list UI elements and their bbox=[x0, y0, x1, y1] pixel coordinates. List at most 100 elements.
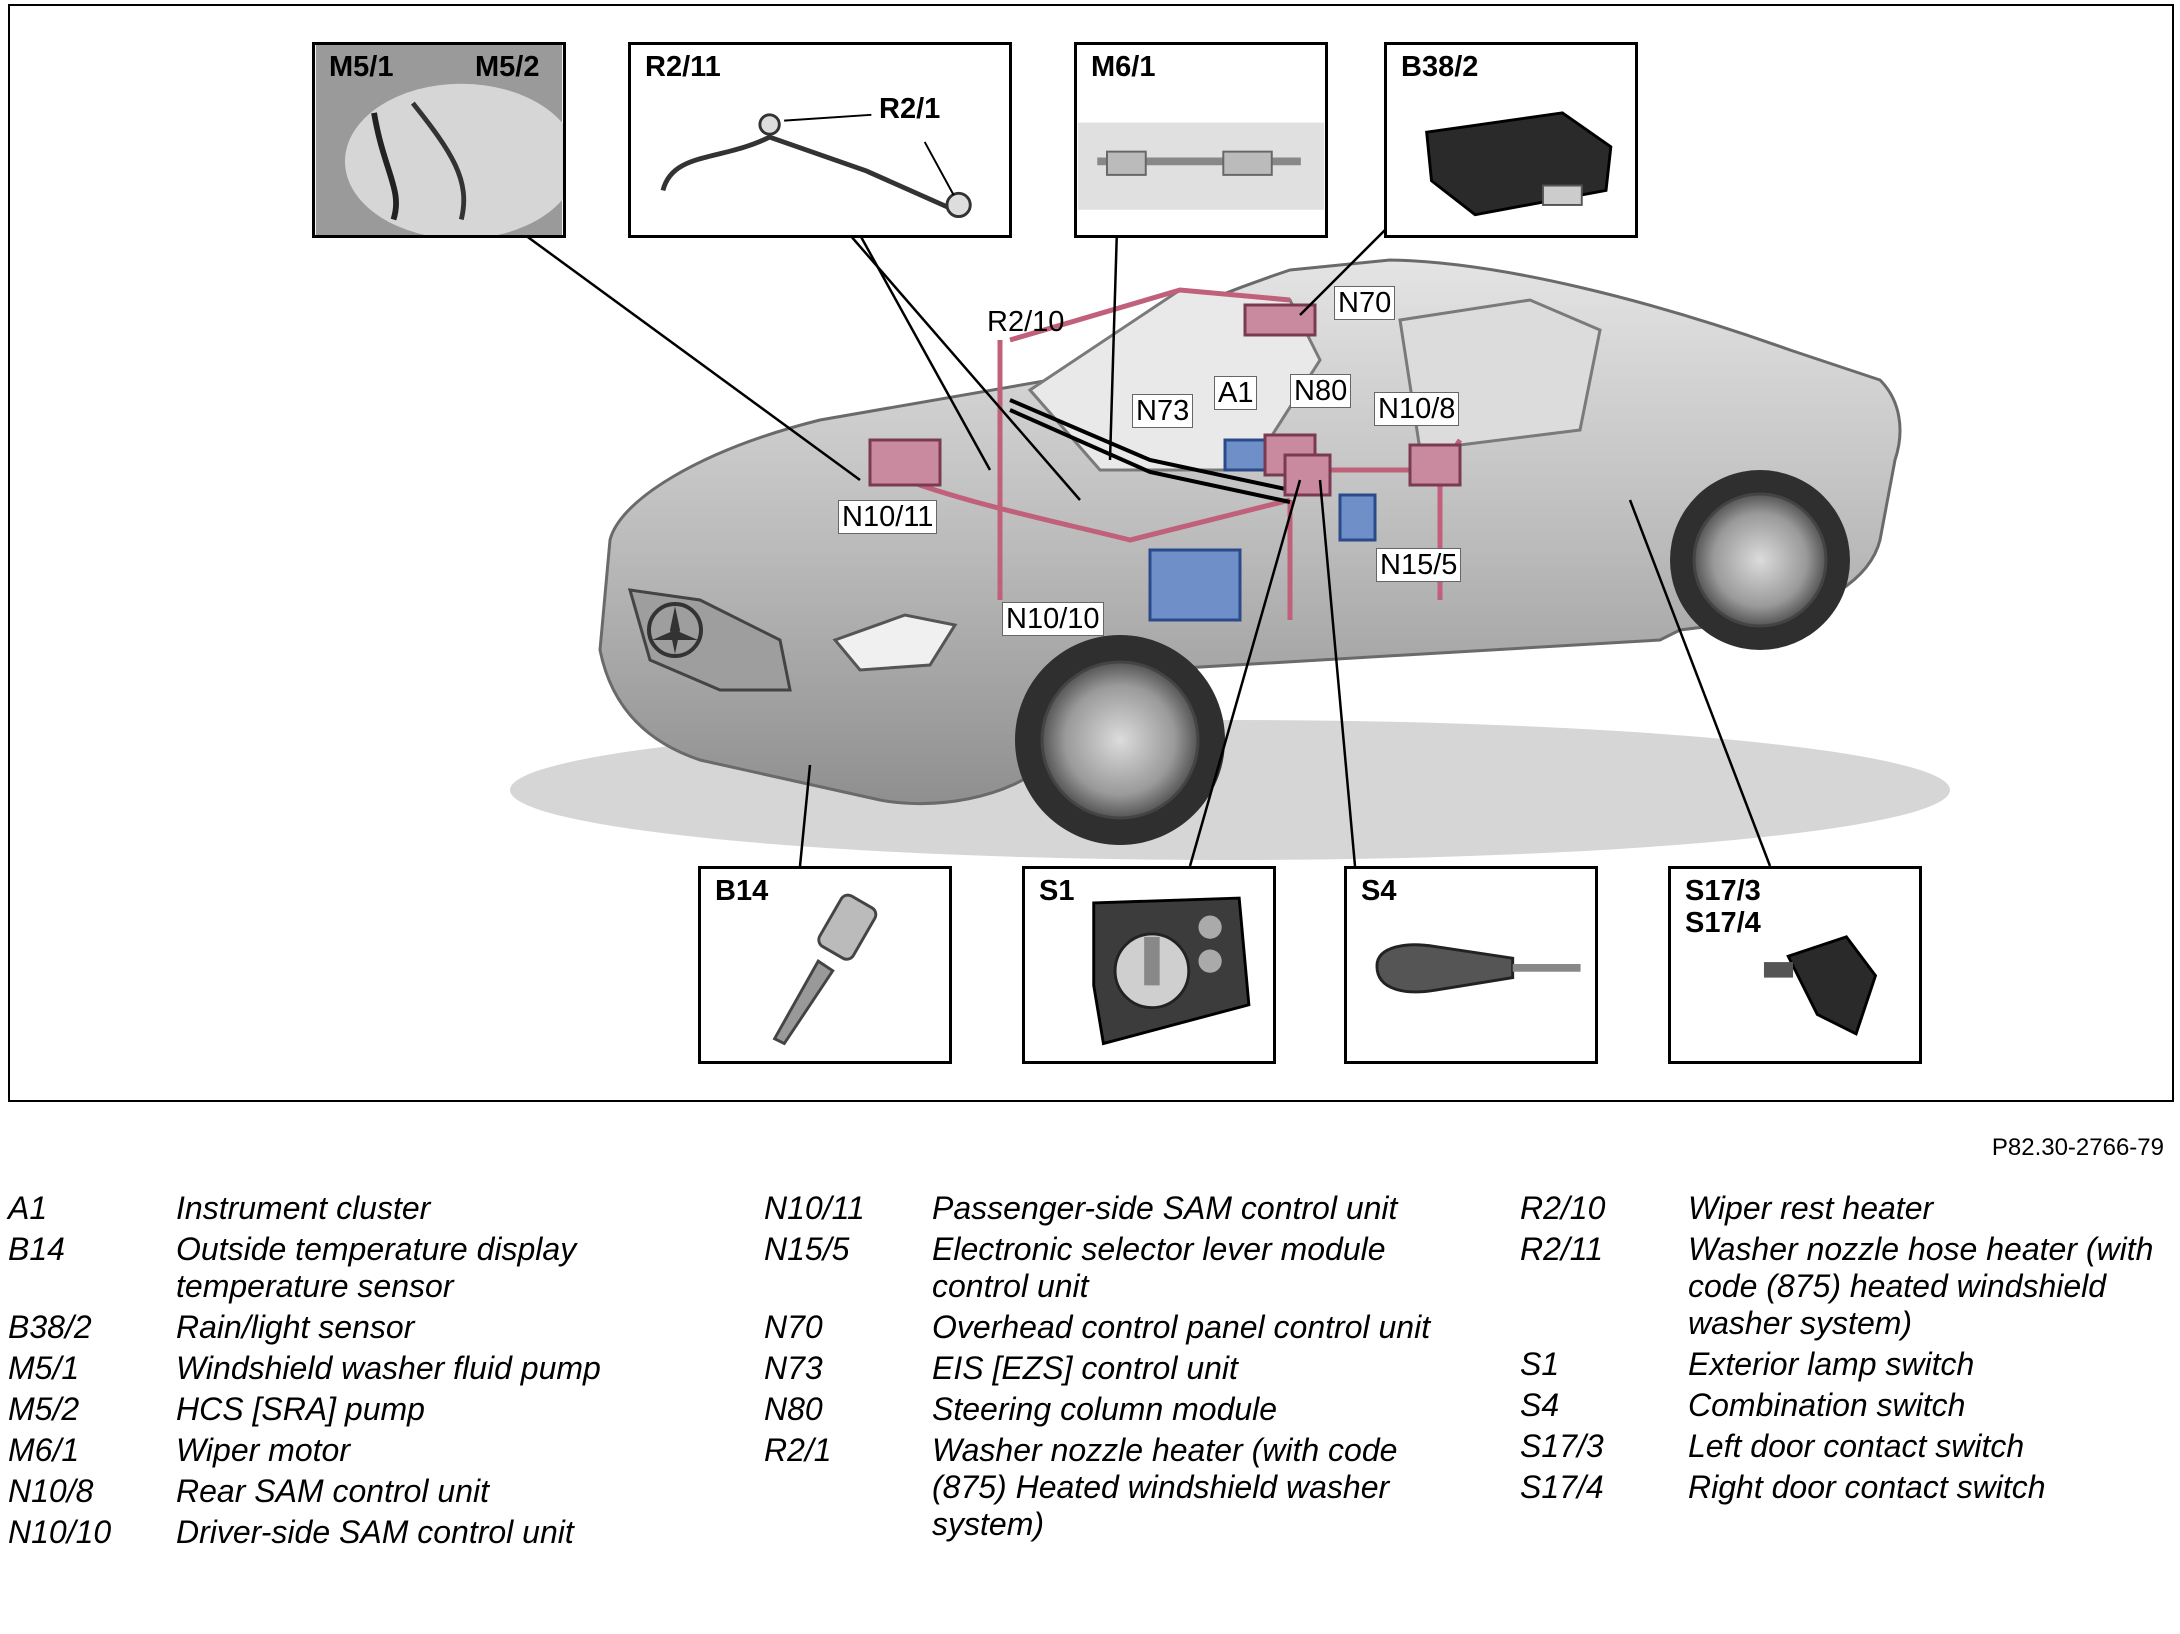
legend-code: S4 bbox=[1520, 1387, 1560, 1423]
legend-description: Exterior lamp switch bbox=[1688, 1346, 1975, 1382]
callout-n10-8: N10/8 bbox=[1374, 392, 1460, 426]
combination-switch-drawing bbox=[1375, 943, 1581, 994]
inset-s4: S4 bbox=[1344, 866, 1598, 1064]
module-n10-8 bbox=[1408, 443, 1462, 487]
legend-code: N73 bbox=[764, 1350, 823, 1386]
inset-m5: M5/1 M5/2 bbox=[312, 42, 566, 238]
nozzle-hose-heater-drawing bbox=[660, 113, 972, 219]
legend-description: Outside temperature display temperature … bbox=[176, 1231, 577, 1304]
module-n10-10 bbox=[1148, 548, 1242, 622]
legend-item: A1 Instrument cluster bbox=[8, 1190, 756, 1227]
legend-code: S17/4 bbox=[1520, 1469, 1604, 1505]
legend-description: Overhead control panel control unit bbox=[932, 1309, 1431, 1345]
legend-item: S1 Exterior lamp switch bbox=[1520, 1346, 2168, 1383]
inset-label-b38-2: B38/2 bbox=[1401, 51, 1479, 83]
inset-label-b14: B14 bbox=[715, 875, 769, 907]
callout-n10-10: N10/10 bbox=[1002, 602, 1104, 636]
inset-label-m6-1: M6/1 bbox=[1091, 51, 1156, 83]
legend-code: S1 bbox=[1520, 1346, 1560, 1382]
legend-item: M5/2 HCS [SRA] pump bbox=[8, 1391, 756, 1428]
module-n73 bbox=[1223, 438, 1267, 472]
module-n10-11 bbox=[868, 438, 942, 487]
legend-code: N10/10 bbox=[8, 1514, 112, 1550]
legend-item: S17/3 Left door contact switch bbox=[1520, 1428, 2168, 1465]
washer-pump-photo bbox=[315, 45, 563, 235]
reference-code: P82.30-2766-79 bbox=[1991, 1134, 2164, 1161]
legend-item: N10/11 Passenger-side SAM control unit bbox=[764, 1190, 1452, 1227]
callout-n15-5: N15/5 bbox=[1376, 548, 1462, 582]
inset-label-s1: S1 bbox=[1039, 875, 1075, 907]
legend-code: M5/1 bbox=[8, 1350, 80, 1386]
legend-description: Left door contact switch bbox=[1688, 1428, 2025, 1464]
legend-description: Wiper rest heater bbox=[1688, 1190, 1934, 1226]
legend-description: Electronic selector lever module control… bbox=[932, 1231, 1386, 1304]
legend-item: R2/11 Washer nozzle hose heater (with cod… bbox=[1520, 1231, 2168, 1342]
inset-m6-1: M6/1 bbox=[1074, 42, 1328, 238]
legend-description: Passenger-side SAM control unit bbox=[932, 1190, 1398, 1226]
legend-description: Washer nozzle heater (with code (875) He… bbox=[932, 1432, 1398, 1542]
legend-item: R2/10 Wiper rest heater bbox=[1520, 1190, 2168, 1227]
legend-item: N10/8 Rear SAM control unit bbox=[8, 1473, 756, 1510]
legend-code: N10/8 bbox=[8, 1473, 94, 1509]
legend-description: Driver-side SAM control unit bbox=[176, 1514, 574, 1550]
inset-label-r2-1: R2/1 bbox=[879, 93, 941, 125]
inset-r2-11: R2/11 R2/1 bbox=[628, 42, 1012, 238]
legend-description: HCS [SRA] pump bbox=[176, 1391, 425, 1427]
rain-light-sensor-photo bbox=[1425, 111, 1613, 217]
inset-label-r2-11: R2/11 bbox=[645, 51, 721, 83]
legend-description: Rear SAM control unit bbox=[176, 1473, 490, 1509]
legend-description: Steering column module bbox=[932, 1391, 1278, 1427]
callout-n80: N80 bbox=[1290, 374, 1352, 408]
legend-code: B14 bbox=[8, 1231, 65, 1267]
legend-code: S17/3 bbox=[1520, 1428, 1604, 1464]
callout-n10-11: N10/11 bbox=[838, 500, 938, 534]
callout-n73: N73 bbox=[1132, 394, 1194, 428]
module-n15-5 bbox=[1338, 493, 1377, 542]
inset-label-m5-2: M5/2 bbox=[475, 51, 540, 83]
inset-b38-2: B38/2 bbox=[1384, 42, 1638, 238]
legend-description: Washer nozzle hose heater (with code (87… bbox=[1688, 1231, 2154, 1341]
legend-code: N10/11 bbox=[764, 1190, 865, 1226]
legend-item: S4 Combination switch bbox=[1520, 1387, 2168, 1424]
headlamp bbox=[832, 613, 958, 672]
callout-a1: A1 bbox=[1214, 376, 1258, 410]
wiper-motor-photo bbox=[1077, 122, 1325, 210]
callout-n70: N70 bbox=[1334, 286, 1396, 320]
legend-item: N15/5 Electronic selector lever module co… bbox=[764, 1231, 1452, 1305]
legend-code: R2/11 bbox=[1520, 1231, 1604, 1267]
legend-code: B38/2 bbox=[8, 1309, 92, 1345]
inset-label-m5-1: M5/1 bbox=[329, 51, 394, 83]
legend-description: EIS [EZS] control unit bbox=[932, 1350, 1238, 1386]
inset-s1: S1 bbox=[1022, 866, 1276, 1064]
legend-code: M5/2 bbox=[8, 1391, 80, 1427]
legend-item: B14 Outside temperature display temperatu… bbox=[8, 1231, 756, 1305]
side-window bbox=[1398, 298, 1602, 452]
door-contact-switch-drawing bbox=[1763, 935, 1878, 1036]
inset-s17: S17/3 S17/4 bbox=[1668, 866, 1922, 1064]
exterior-lamp-switch-drawing bbox=[1092, 896, 1251, 1046]
legend-description: Combination switch bbox=[1688, 1387, 1966, 1423]
legend-item: M5/1 Windshield washer fluid pump bbox=[8, 1350, 756, 1387]
mercedes-star-icon bbox=[647, 602, 703, 658]
legend-description: Instrument cluster bbox=[176, 1190, 431, 1226]
legend-item: N73 EIS [EZS] control unit bbox=[764, 1350, 1452, 1387]
front-grille bbox=[627, 588, 792, 692]
callout-r2-10: R2/10 bbox=[987, 306, 1065, 338]
diagram-frame bbox=[8, 4, 2174, 1102]
legend-code: N15/5 bbox=[764, 1231, 850, 1267]
legend-code: M6/1 bbox=[8, 1432, 80, 1468]
wiper-linkage bbox=[1009, 398, 1291, 504]
temperature-sensor-drawing bbox=[772, 893, 878, 1046]
inset-label-s4: S4 bbox=[1361, 875, 1397, 907]
legend-code: A1 bbox=[8, 1190, 48, 1226]
legend-description: Windshield washer fluid pump bbox=[176, 1350, 601, 1386]
legend-code: N80 bbox=[764, 1391, 823, 1427]
legend-description: Right door contact switch bbox=[1688, 1469, 2046, 1505]
legend-item: N10/10 Driver-side SAM control unit bbox=[8, 1514, 756, 1551]
legend-code: R2/10 bbox=[1520, 1190, 1606, 1226]
